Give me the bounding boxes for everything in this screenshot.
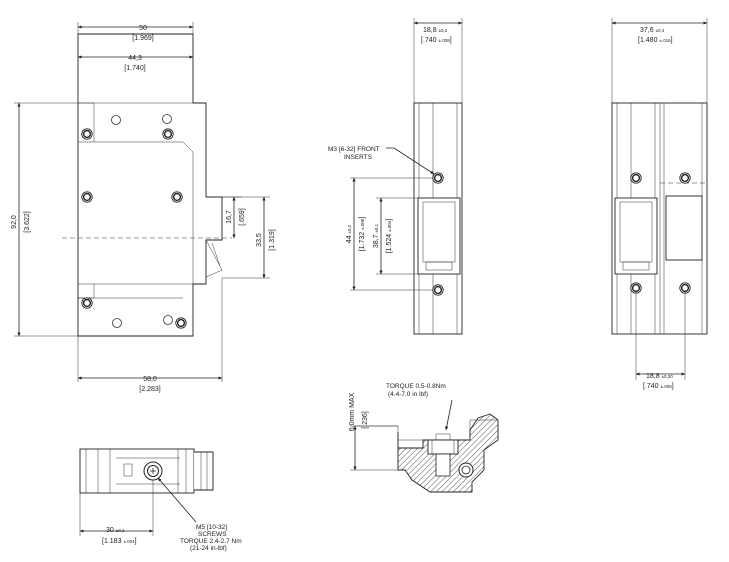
screw-note-line2: SCREWS <box>198 531 227 538</box>
double-width-mm: 37,6 <box>640 27 654 34</box>
front-insert-icon <box>630 172 642 184</box>
screw-note-line1: M5 [10-32] <box>196 524 227 531</box>
double-view: 37,6 ±0,4 [1.480 ±.016] 18,8 ±0,20 [.740… <box>611 18 708 390</box>
insert-spacing-mm: 44 <box>346 235 353 243</box>
side-width-mm: 18,8 <box>423 27 437 34</box>
height-mm: 92,0 <box>11 215 18 229</box>
svg-text:44 ±0,2: 44 ±0,2 <box>346 224 353 243</box>
terminal-screw-head-icon <box>427 439 459 455</box>
max-dim-in: .236 <box>362 413 369 427</box>
base-width-in: 1.740 <box>126 65 144 72</box>
svg-text:[1.524 ±.004]: [1.524 ±.004] <box>386 219 393 254</box>
svg-text:37,6 ±0,4: 37,6 ±0,4 <box>640 27 665 34</box>
double-pitch-mm: 18,8 <box>646 373 660 380</box>
svg-text:38,7 ±0,1: 38,7 ±0,1 <box>373 223 380 248</box>
overall-width-in: 1.969 <box>134 35 152 42</box>
torque-note-line2: (4.4-7.0 in lbf) <box>388 391 428 398</box>
window-mm: 38,7 <box>373 234 380 248</box>
screw-hole-icon <box>81 128 93 140</box>
insert-note-line1: M3 [6-32] FRONT <box>328 146 380 153</box>
side-view: 18,8 ±0,2 [.740 ±.008] M3 [6-32] FRONT I… <box>328 18 463 335</box>
front-insert-icon <box>432 172 444 184</box>
svg-text:[1.183 ±.004]: [1.183 ±.004] <box>102 538 137 545</box>
pitch-in: .659 <box>239 210 246 224</box>
max-dim-mm: 6,0mm <box>349 410 356 432</box>
span-mm: 33,5 <box>256 233 263 247</box>
screw-hole-icon <box>81 297 93 309</box>
svg-text:[.659]: [.659] <box>239 208 246 226</box>
mounting-hole-icon <box>163 315 173 325</box>
svg-text:[1.480 ±.016]: [1.480 ±.016] <box>638 37 673 44</box>
svg-text:30 ±0,1: 30 ±0,1 <box>106 527 125 534</box>
insert-spacing-in: 1.732 <box>359 232 366 250</box>
svg-text:[1.740]: [1.740] <box>124 65 145 72</box>
base-width-mm: 44,3 <box>128 55 142 62</box>
mounting-hole-icon <box>111 115 121 125</box>
svg-text:[2.283]: [2.283] <box>139 386 160 393</box>
screw-hole-icon <box>171 191 183 203</box>
window-in: 1.524 <box>386 234 393 252</box>
detail-section-view: TORQUE 0.5-0.8Nm (4.4-7.0 in lbf) 6,0mm … <box>349 383 499 493</box>
double-pitch-in: .740 <box>645 383 659 390</box>
screw-hole-icon <box>175 317 187 329</box>
depth-in: 2.283 <box>141 386 159 393</box>
bottom-width-in: 1.183 <box>104 538 122 545</box>
side-width-in: .740 <box>423 37 437 44</box>
mounting-hole-icon <box>162 114 172 124</box>
bottom-width-mm: 30 <box>106 527 114 534</box>
bottom-view: 30 ±0,1 [1.183 ±.004] M5 [10-32] SCREWS … <box>79 448 242 552</box>
height-in: 3.622 <box>24 213 31 231</box>
svg-text:18,8 ±0,20: 18,8 ±0,20 <box>646 373 673 380</box>
double-width-in: 1.480 <box>640 37 658 44</box>
mounting-hole-icon <box>112 318 122 328</box>
svg-text:[.740 ±.008]: [.740 ±.008] <box>643 383 674 390</box>
front-insert-icon <box>679 172 691 184</box>
svg-text:[3.622]: [3.622] <box>24 211 31 232</box>
svg-text:18,8 ±0,2: 18,8 ±0,2 <box>423 27 448 34</box>
insert-note-line2: INSERTS <box>344 154 373 161</box>
front-insert-icon <box>432 284 444 296</box>
span-in: 1.319 <box>269 231 276 249</box>
torque-note-line1: TORQUE 0.5-0.8Nm <box>386 383 446 390</box>
svg-text:[1.732 ±.008]: [1.732 ±.008] <box>359 217 366 252</box>
depth-mm: 58,0 <box>143 376 157 383</box>
screw-hole-icon <box>81 191 93 203</box>
svg-text:[1.319]: [1.319] <box>269 229 276 250</box>
svg-text:[.236]: [.236] <box>362 411 369 429</box>
pitch-mm: 16,7 <box>226 210 233 224</box>
overall-width-mm: 50 <box>139 25 147 32</box>
svg-text:[.740 ±.008]: [.740 ±.008] <box>421 37 452 44</box>
screw-hole-icon <box>162 128 174 140</box>
screw-note-line4: (21-24 in-lbf) <box>190 545 227 552</box>
bottom-body-outline <box>79 448 195 494</box>
front-view: 50 [1.969] 44,3 [1.740] 92,0 [3.622] 16,… <box>11 22 276 393</box>
screw-note-line3: TORQUE 2.4-2.7 Nm <box>180 538 242 545</box>
front-body-outline <box>77 33 223 337</box>
svg-text:6,0mm MAX: 6,0mm MAX <box>349 392 356 431</box>
svg-text:[1.969]: [1.969] <box>132 35 153 42</box>
